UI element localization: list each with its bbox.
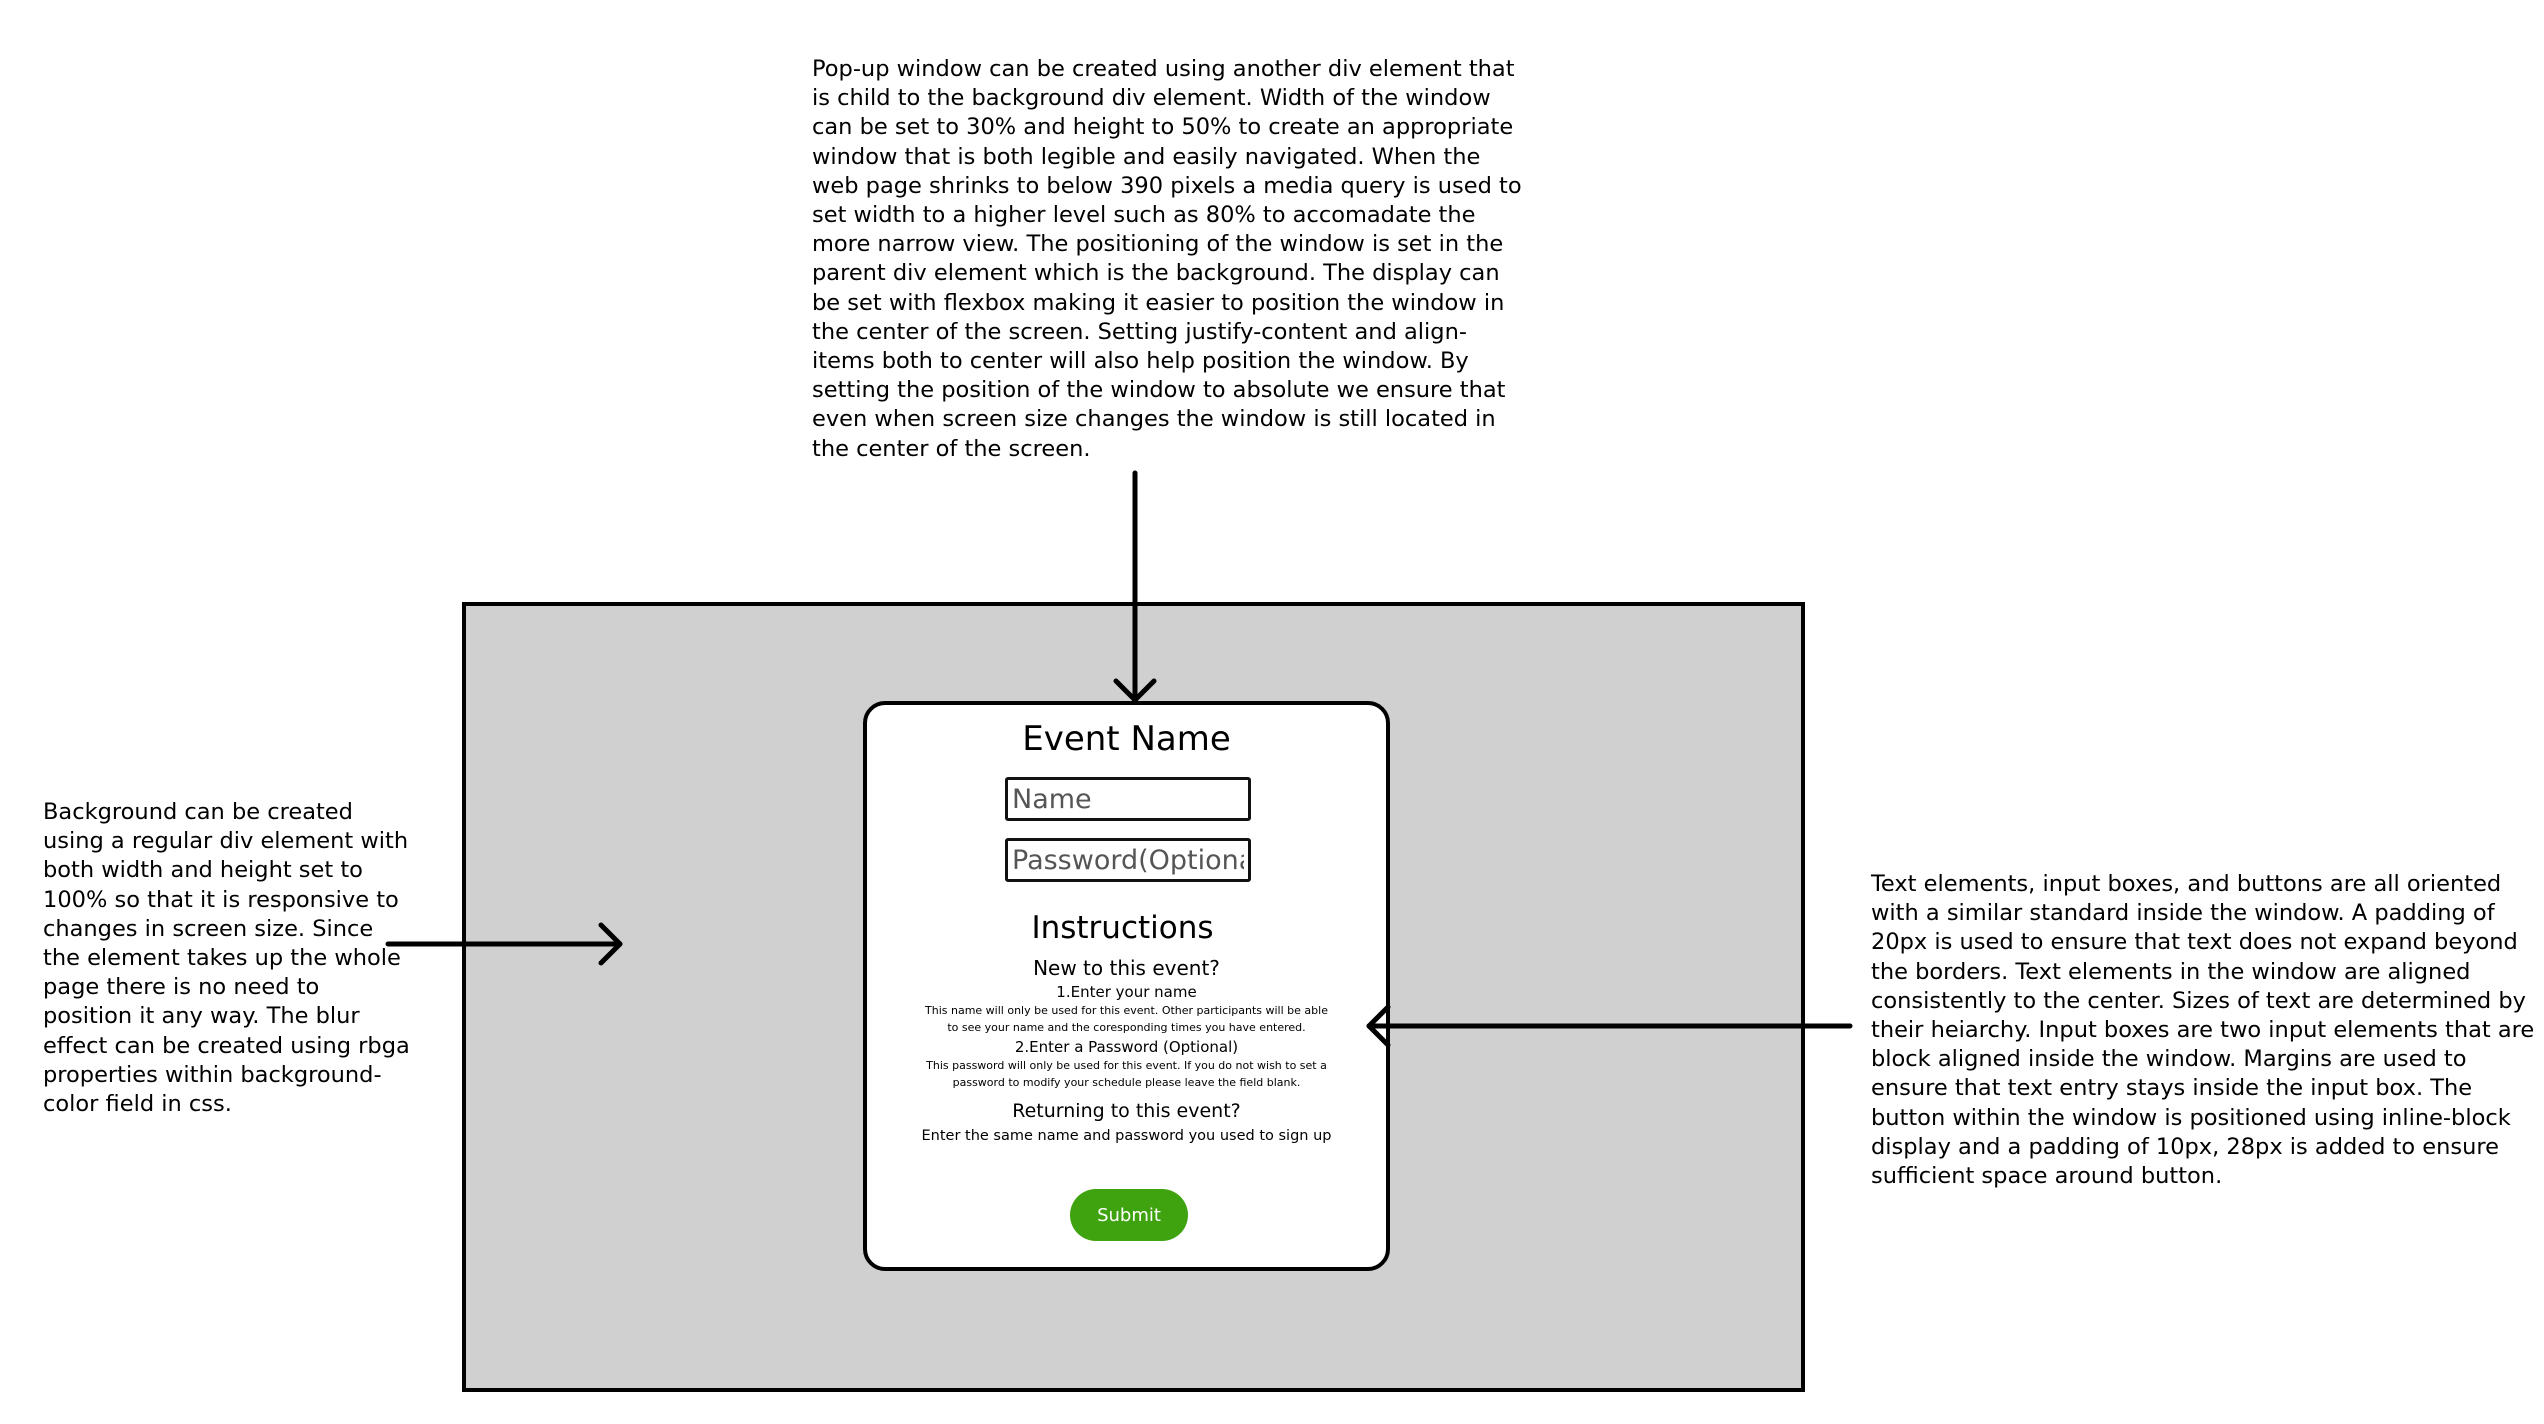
password-input[interactable]	[1005, 838, 1251, 882]
background-annotation: Background can be created using a regula…	[43, 799, 410, 1118]
step-2-label: 2.Enter a Password (Optional)	[1014, 1038, 1239, 1056]
popup-title: Event Name	[1022, 719, 1231, 759]
new-event-heading: New to this event?	[1033, 956, 1220, 980]
returning-event-description: Enter the same name and password you use…	[921, 1128, 1332, 1144]
step-2-description: This password will only be used for this…	[926, 1059, 1327, 1089]
instructions-heading: Instructions	[1031, 910, 1214, 946]
popup-window: Event Name Instructions New to this even…	[863, 701, 1390, 1271]
name-input[interactable]	[1005, 777, 1251, 821]
returning-event-heading: Returning to this event?	[1012, 1100, 1241, 1122]
step-1-description: This name will only be used for this eve…	[925, 1004, 1328, 1034]
submit-button[interactable]: Submit	[1070, 1189, 1188, 1241]
popup-annotation: Pop-up window can be created using anoth…	[812, 56, 1522, 462]
layout-annotation: Text elements, input boxes, and buttons …	[1871, 871, 2535, 1190]
step-1-label: 1.Enter your name	[1056, 983, 1197, 1001]
